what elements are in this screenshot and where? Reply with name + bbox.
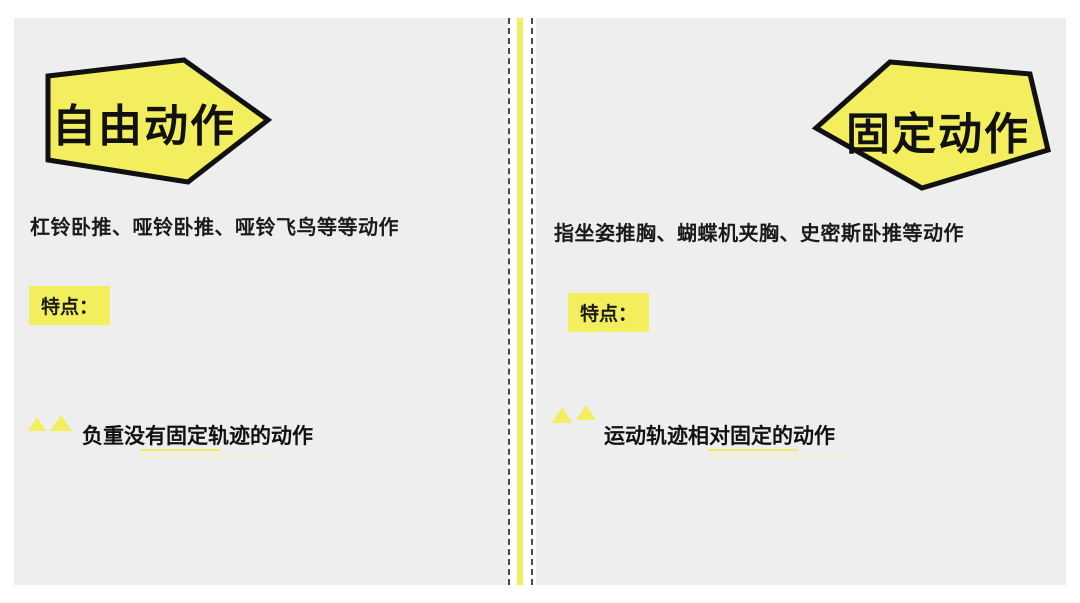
right-description: 指坐姿推胸、蝴蝶机夹胸、史密斯卧推等动作 [554, 221, 964, 245]
divider-dashed-line-right [531, 18, 533, 585]
pentagon-badge-shape [45, 57, 273, 185]
left-title-badge: 自由动作 [44, 56, 274, 186]
pentagon-badge-shape [811, 59, 1051, 191]
right-feature-underline-thin [708, 456, 850, 457]
left-description: 杠铃卧推、哑铃卧推、哑铃飞鸟等等动作 [30, 215, 399, 239]
right-title: 固定动作 [846, 109, 1030, 160]
divider-dashed-line-left [508, 18, 510, 585]
divider-yellow-bar [517, 18, 523, 585]
left-feature-underline [140, 449, 220, 451]
left-feature-underline-thin [140, 456, 272, 457]
left-feature-text: 负重没有固定轨迹的动作 [82, 424, 313, 448]
triangle-accent-icon [28, 415, 72, 431]
right-feature-tag: 特点： [568, 293, 650, 332]
left-feature-tag: 特点： [29, 286, 111, 325]
right-title-badge: 固定动作 [811, 58, 1052, 192]
triangle-accent-icon [552, 405, 596, 423]
left-title: 自由动作 [52, 101, 236, 152]
right-feature-text: 运动轨迹相对固定的动作 [604, 424, 835, 448]
right-feature-underline [708, 449, 798, 451]
